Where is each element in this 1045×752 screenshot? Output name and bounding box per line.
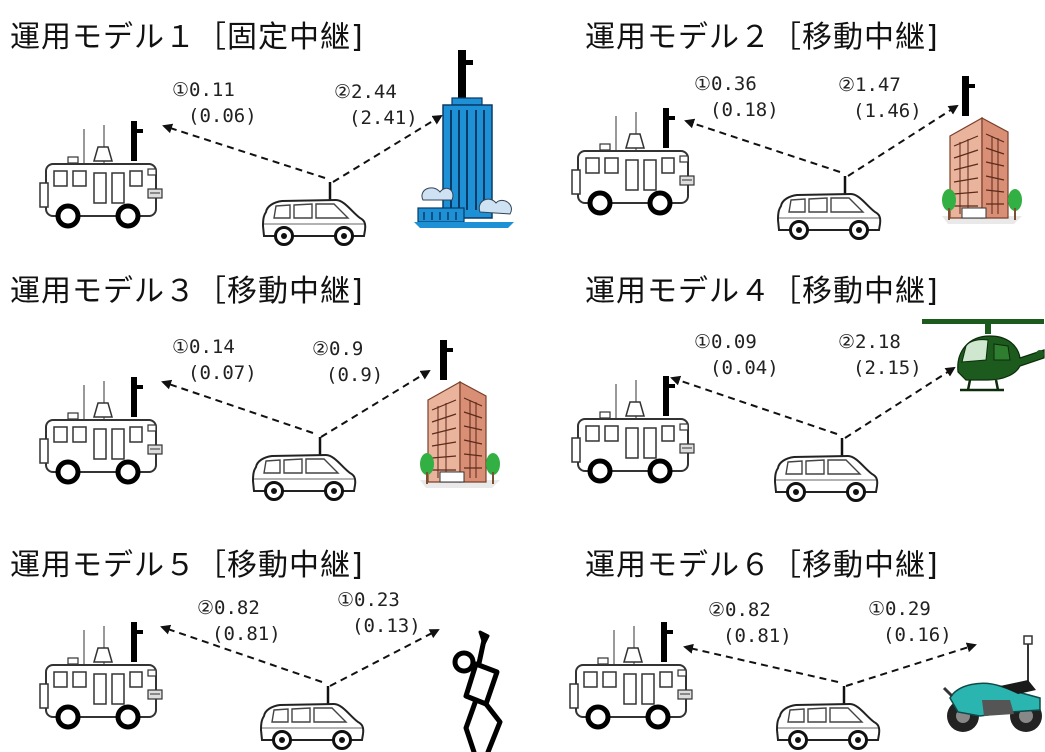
model-5-link2-value: ①0.23 <box>337 589 400 611</box>
model-2-link2-sub: (1.46) <box>853 100 922 122</box>
office-building-icon <box>941 75 1023 225</box>
model-3-link2-value: ②0.9 <box>312 338 364 360</box>
walking-person-icon <box>452 630 503 752</box>
model-3-title: 運用モデル３［移動中継] <box>10 274 364 309</box>
model-4-link2-value: ②2.18 <box>838 331 901 353</box>
link-2-arrow <box>329 629 440 687</box>
relay-van-icon <box>40 622 162 727</box>
link-1-arrow <box>160 624 323 683</box>
car-icon <box>261 180 367 246</box>
relay-van-icon <box>572 376 694 481</box>
model-5-diagram <box>40 622 503 752</box>
model-1-link1-sub: (0.06) <box>188 105 257 127</box>
model-6-link2-sub: (0.16) <box>883 624 952 646</box>
link-1-arrow <box>162 123 326 179</box>
link-1-arrow <box>670 375 838 435</box>
model-3-link1-sub: (0.07) <box>188 362 257 384</box>
model-6-link1-value: ②0.82 <box>708 599 771 621</box>
model-5-link1-sub: (0.81) <box>212 623 281 645</box>
motorcycle-icon <box>942 635 1042 732</box>
link-1-arrow <box>161 379 314 434</box>
model-3-link1-value: ①0.14 <box>172 336 235 358</box>
model-1-link1-value: ①0.11 <box>172 79 235 101</box>
model-2-link1-value: ①0.36 <box>694 73 757 95</box>
link-1-arrow <box>684 118 841 173</box>
car-icon <box>775 684 881 750</box>
helicopter-icon <box>922 319 1045 392</box>
car-icon <box>773 436 879 502</box>
model-4-title: 運用モデル４［移動中継] <box>585 274 939 309</box>
model-5-title: 運用モデル５［移動中継] <box>10 548 364 583</box>
model-1-link2-sub: (2.41) <box>349 107 418 129</box>
tower-building-icon <box>414 50 514 228</box>
model-2-diagram <box>572 75 1023 240</box>
relay-van-icon <box>572 108 694 213</box>
model-6-link2-value: ①0.29 <box>868 598 931 620</box>
car-icon <box>776 174 882 240</box>
model-6-diagram <box>570 622 1042 750</box>
model-3-link2-sub: (0.9) <box>326 364 384 386</box>
model-5-link1-value: ②0.82 <box>197 597 260 619</box>
model-4-link1-sub: (0.04) <box>710 357 779 379</box>
model-1-diagram <box>40 50 514 246</box>
model-2-link1-sub: (0.18) <box>710 99 779 121</box>
link-2-arrow <box>320 369 431 438</box>
link-2-arrow <box>847 104 959 177</box>
car-icon <box>251 435 357 501</box>
link-2-arrow <box>332 114 443 183</box>
relay-van-icon <box>570 622 692 727</box>
model-4-link2-sub: (2.15) <box>853 357 922 379</box>
link-2-arrow <box>844 366 956 439</box>
model-1-title: 運用モデル１［固定中継] <box>10 20 364 55</box>
relay-van-icon <box>40 377 162 482</box>
model-4-diagram <box>572 319 1045 502</box>
model-3-diagram <box>40 339 501 501</box>
model-5-link2-sub: (0.13) <box>352 615 421 637</box>
office-building-icon <box>419 339 501 489</box>
model-1-link2-value: ②2.44 <box>334 81 397 103</box>
model-6-link1-sub: (0.81) <box>723 625 792 647</box>
model-2-link2-value: ②1.47 <box>838 74 901 96</box>
link-2-arrow <box>845 642 977 687</box>
link-1-arrow <box>683 643 839 683</box>
relay-van-icon <box>40 121 162 226</box>
model-6-title: 運用モデル６［移動中継] <box>585 548 939 583</box>
car-icon <box>259 684 365 750</box>
model-2-title: 運用モデル２［移動中継] <box>585 20 939 55</box>
model-4-link1-value: ①0.09 <box>694 331 757 353</box>
